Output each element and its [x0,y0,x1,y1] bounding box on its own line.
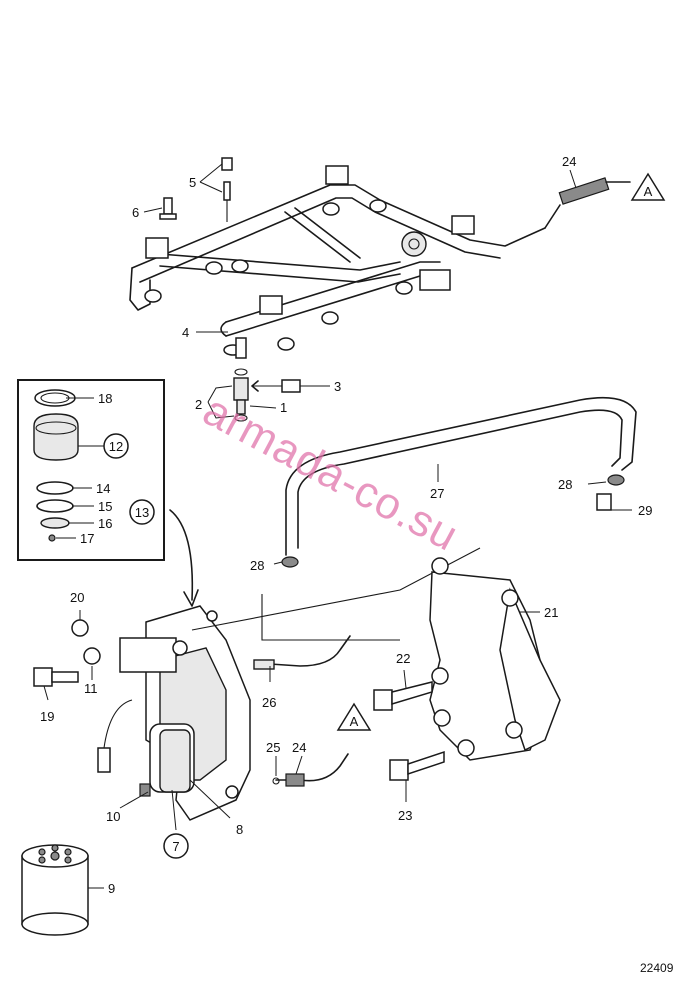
wiring-connector [97,747,111,773]
plug-20 [71,619,89,637]
callout-circle-12 [103,433,129,459]
callout-circle-7 [163,833,189,859]
fuel-hose-top [544,177,631,229]
inset-detail-box [17,379,199,607]
banjo-washer-28-upper [607,474,625,486]
washer-11 [83,647,101,665]
label-8: 8 [236,822,243,837]
label-25: 25 [266,740,280,755]
label-10: 10 [106,809,120,824]
callout-circle-13 [129,499,155,525]
watermark: armada-co.su [195,386,466,561]
rail-bracket-top [325,165,349,185]
fuel-rail [129,165,546,356]
banjo-bolt-29 [596,493,612,511]
label-6: 6 [132,205,139,220]
adapter-plate-21 [429,557,561,761]
label-1: 1 [280,400,287,415]
reference-triangle-bottom: A [336,702,372,731]
label-26: 26 [262,695,276,710]
seal-14 [36,481,74,495]
bleed-screw-5 [221,157,233,222]
bolt-23 [389,750,445,781]
label-3: 3 [334,379,341,394]
bolt-head-19 [33,667,53,687]
banjo-washer-28-lower [281,556,299,568]
pressure-regulator [401,231,427,257]
injector [233,337,301,422]
rail-bracket-right [451,215,475,235]
label-16: 16 [98,516,112,531]
reference-triangle-top: A [630,172,666,201]
rail-sensor-block [419,269,451,291]
label-27: 27 [430,486,444,501]
label-9: 9 [108,881,115,896]
label-20: 20 [70,590,84,605]
drawing-number: 22409 [640,961,674,975]
filter-head [119,637,177,673]
label-11: 11 [84,681,98,696]
label-19: 19 [40,709,54,724]
svg-text:A: A [644,184,653,199]
label-24-bottom: 24 [292,740,306,755]
label-2: 2 [195,397,202,412]
seal-25 [272,777,280,785]
bolt-22 [373,681,433,711]
label-4: 4 [182,325,189,340]
label-28-upper: 28 [558,477,572,492]
leader-lines [43,163,632,889]
filter-cartridge-9 [21,844,89,936]
label-15: 15 [98,499,112,514]
return-hose-27 [281,396,637,568]
washer-16 [40,517,70,529]
fitting-24-bottom [285,773,305,787]
rail-bracket-left [145,237,169,259]
label-18: 18 [98,391,112,406]
injector-clip [281,379,301,393]
label-28-lower: 28 [250,558,264,573]
rail-bracket-front [259,295,283,315]
o-ring-15 [36,499,74,513]
label-12: 12 [109,439,123,454]
svg-text:A: A [350,714,359,729]
label-14: 14 [96,481,110,496]
drain-plug-10 [139,783,151,797]
label-17: 17 [80,531,94,546]
label-29: 29 [638,503,652,518]
bleed-screw-6 [159,197,177,220]
part-labels: 5 6 4 2 1 3 24 18 12 14 15 16 17 13 20 1… [40,154,652,896]
label-22: 22 [396,651,410,666]
filter-housing-12 [33,413,79,461]
fuel-filter-bracket [33,547,481,821]
part-17 [48,534,56,542]
label-23: 23 [398,808,412,823]
label-13: 13 [135,505,149,520]
hose-fitting-24-top [558,177,610,205]
label-5: 5 [189,175,196,190]
label-7: 7 [172,839,179,854]
label-21: 21 [544,605,558,620]
sensor-cable-26 [269,635,351,667]
label-24-top: 24 [562,154,576,169]
